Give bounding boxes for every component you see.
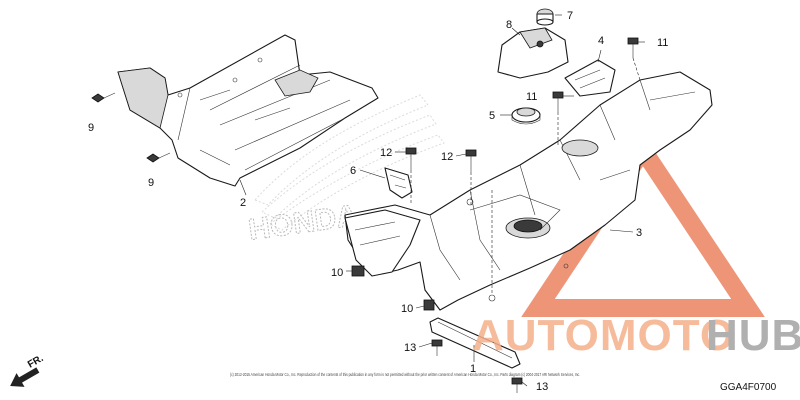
callout-3: 3 [636,227,642,239]
part-6-bracket [384,167,413,199]
front-direction-arrow [10,367,40,387]
diagram-code: GGA4F0700 [720,382,777,393]
automotohub-wordmark: AUTOMOTO HUB [472,311,800,360]
callout-6: 6 [350,165,356,177]
nut-10a [351,265,365,277]
direction-label: FR. [26,353,46,371]
part-7-cap [536,8,554,26]
callout-5: 5 [489,110,495,122]
callout-7: 7 [567,10,573,22]
callout-13b: 13 [536,381,548,393]
callout-10a: 10 [331,267,343,279]
part-3-left-flap [344,209,421,277]
copyright-text: (c) 2012-2015 American Honda Motor Co., … [230,372,580,377]
brand-left-text: AUTOMOTO [472,311,735,360]
bolt-9b [146,152,171,163]
part-3-under-cover [344,71,713,311]
bolt-11a [627,37,639,58]
callout-1: 1 [470,363,476,375]
bolt-12a [405,147,417,170]
part-2-floor-cover [117,34,379,187]
brand-right-text: HUB [706,311,800,360]
bolt-13b [511,377,523,393]
part-4-plate [564,59,616,97]
bolt-12b [465,149,477,172]
callout-12b: 12 [441,151,453,163]
bolt-9a [91,92,116,103]
honda-wing-watermark [254,94,445,231]
bolt-13a [431,339,443,356]
honda-logo-text: HONDA [246,199,360,247]
callout-11a: 11 [657,37,668,49]
part-8-cover [497,27,569,79]
callout-9a: 9 [88,122,94,134]
callout-13a: 13 [404,342,416,354]
callout-9b: 9 [148,177,154,189]
callout-12a: 12 [380,147,392,159]
part-1-bar [429,317,521,369]
part-5-grommet [511,107,541,125]
callout-10b: 10 [401,303,413,315]
callout-8: 8 [506,19,512,31]
callout-11b: 11 [526,91,537,103]
callout-4: 4 [598,35,604,47]
nut-10b [423,299,435,311]
callout-2: 2 [240,197,246,209]
bolt-11b [552,91,564,112]
